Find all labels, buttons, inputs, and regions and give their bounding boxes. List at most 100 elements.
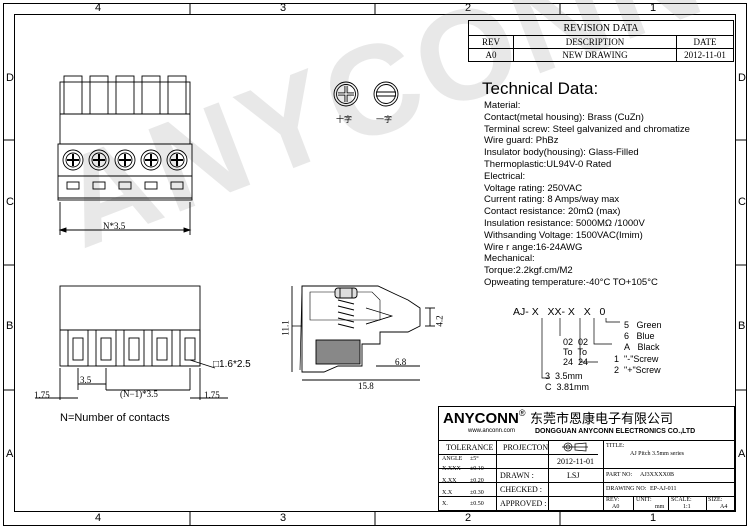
tolerance-xxx-value: ±0.10 <box>470 466 484 472</box>
screw-code-1: 1 <box>614 354 620 364</box>
tolerance-int-value: ±0.50 <box>470 501 484 507</box>
tech-line-contact: Contact(metal housing): Brass (CuZn) <box>484 111 644 123</box>
note-contacts: N=Number of contacts <box>60 412 170 424</box>
technical-title: Technical Data: <box>482 79 599 98</box>
tech-line-insulator: Insulator body(housing): Glass-Filled <box>484 147 639 159</box>
projection-label: PROJECTON <box>503 443 549 452</box>
part-code-suffix: 0 <box>599 306 606 318</box>
cross-screw-label: 十字 <box>336 115 352 124</box>
part-code-pitch: X <box>531 306 539 318</box>
tech-line-wire-range: Wire r ange:16-24AWG <box>484 241 583 253</box>
color-name-blue: Blue <box>636 331 655 341</box>
company-logo: ANYCONN® 东莞市恩康电子有限公司 <box>443 408 673 428</box>
scale-label: SCALE: <box>671 497 692 503</box>
frame-col-top-2: 2 <box>465 2 472 14</box>
frame-col-bottom-3: 3 <box>280 512 287 524</box>
tech-line-thermoplastic: Thermoplastic:UL94V-0 Rated <box>484 158 612 170</box>
revision-table: REVISION DATA REV DESCRIPTION DATE A0 NE… <box>468 20 734 62</box>
tech-line-temperature: Opweating temperature:-40°C TO+105°C <box>484 276 658 288</box>
drawn-label: DRAWN : <box>500 471 534 480</box>
slot-screw-label: 一字 <box>376 115 392 124</box>
part-no-label: PART NO: <box>606 472 633 478</box>
tolerance-xxx-label: X.XXX <box>442 466 461 472</box>
registered-mark: ® <box>518 408 526 418</box>
revision-title: REVISION DATA <box>468 20 734 36</box>
revision-description: NEW DRAWING <box>513 48 677 62</box>
part-code-pitch-list: 3 3.5mm C 3.81mm <box>545 371 589 393</box>
test-slot <box>92 181 106 190</box>
color-code-6: 6 <box>624 331 630 341</box>
tech-line-voltage: Voltage rating: 250VAC <box>484 182 583 194</box>
pitch-value-3-81: 3.81mm <box>556 382 590 392</box>
tolerance-x-value: ±0.30 <box>470 490 484 496</box>
contacts-from-b: 02 <box>578 337 589 347</box>
dim-hole: □1.6*2.5 <box>213 359 251 370</box>
tolerance-int-label: X. <box>442 501 448 507</box>
technical-data-list: Material: Contact(metal housing): Brass … <box>484 100 690 289</box>
part-code-dash-1: - <box>525 306 529 318</box>
dim-left-margin: 1.75 <box>34 390 50 400</box>
wire-entry-tab <box>167 75 187 115</box>
screw-name-2: "+"Screw <box>624 365 661 375</box>
company-name: ANYCONN <box>443 410 519 427</box>
revision-header-description: DESCRIPTION <box>513 35 677 49</box>
side-view-drawing <box>291 285 435 381</box>
tech-line-current: Current rating: 8 Amps/way max <box>484 194 620 206</box>
contacts-from-a: 02 <box>563 337 574 347</box>
wire-entry-tab <box>89 75 109 115</box>
frame-row-right-d: D <box>738 72 746 84</box>
dim-side-len: 6.8 <box>395 357 407 367</box>
size-label: SIZE: <box>708 497 723 503</box>
screw-code-2: 2 <box>614 365 620 375</box>
frame-row-right-a: A <box>738 448 746 460</box>
frame-col-bottom-2: 2 <box>465 512 472 524</box>
terminal-screw <box>166 149 188 171</box>
tolerance-angle-value: ±5° <box>470 456 479 462</box>
frame-col-top-1: 1 <box>650 2 657 14</box>
revision-rev: A0 <box>468 48 514 62</box>
drawing-date: 2012-11-01 <box>557 457 595 466</box>
part-code-series: AJ <box>513 306 526 318</box>
wire-entry-hole <box>67 329 89 367</box>
revision-date: 2012-11-01 <box>676 48 734 62</box>
part-code-dash-2: - <box>561 306 565 318</box>
contacts-max-b: 24 <box>578 357 589 367</box>
tech-line-insulation-resistance: Insulation resistance: 5000MΩ /1000V <box>484 217 645 229</box>
size-value: A4 <box>720 504 728 510</box>
unit-label: UNIT: <box>636 497 652 503</box>
terminal-screw <box>140 149 162 171</box>
company-name-cn: 东莞市恩康电子有限公司 <box>529 411 673 426</box>
part-code-color: X <box>583 306 591 318</box>
drawn-by: LSJ <box>567 471 580 480</box>
rev-label: REV: <box>606 497 620 503</box>
company-name-en: DONGGUAN ANYCONN ELECTRONICS CO.,LTD <box>535 428 696 435</box>
wire-entry-tab <box>141 75 161 115</box>
contacts-max-a: 24 <box>563 357 574 367</box>
wire-entry-tab <box>63 75 83 115</box>
frame-row-right-c: C <box>738 196 746 208</box>
frame-row-left-a: A <box>6 448 14 460</box>
test-slot <box>170 181 184 190</box>
tolerance-label: TOLERANCE <box>446 443 494 452</box>
test-slot <box>144 181 158 190</box>
projection-symbol-icon <box>562 442 588 452</box>
wire-entry-hole <box>151 329 173 367</box>
frame-row-left-b: B <box>6 320 14 332</box>
wire-entry-hole <box>179 329 201 367</box>
revision-header-date: DATE <box>676 35 734 49</box>
wire-entry-hole <box>123 329 145 367</box>
part-code-contacts: XX <box>547 306 562 318</box>
tech-line-electrical: Electrical: <box>484 170 526 182</box>
tech-line-terminal-screw: Terminal screw: Steel galvanized and chr… <box>484 123 690 135</box>
dim-right-margin: 1.75 <box>204 390 220 400</box>
contacts-to-b: To <box>577 347 588 357</box>
tolerance-angle-label: ANGLE <box>442 456 463 462</box>
frame-col-bottom-1: 1 <box>650 512 657 524</box>
frame-row-right-b: B <box>738 320 746 332</box>
frame-col-bottom-4: 4 <box>95 512 102 524</box>
dim-side-small: 4.2 <box>434 315 445 327</box>
test-slot <box>66 181 80 190</box>
tech-line-material: Material: <box>484 100 521 111</box>
frame-col-top-3: 3 <box>280 2 287 14</box>
